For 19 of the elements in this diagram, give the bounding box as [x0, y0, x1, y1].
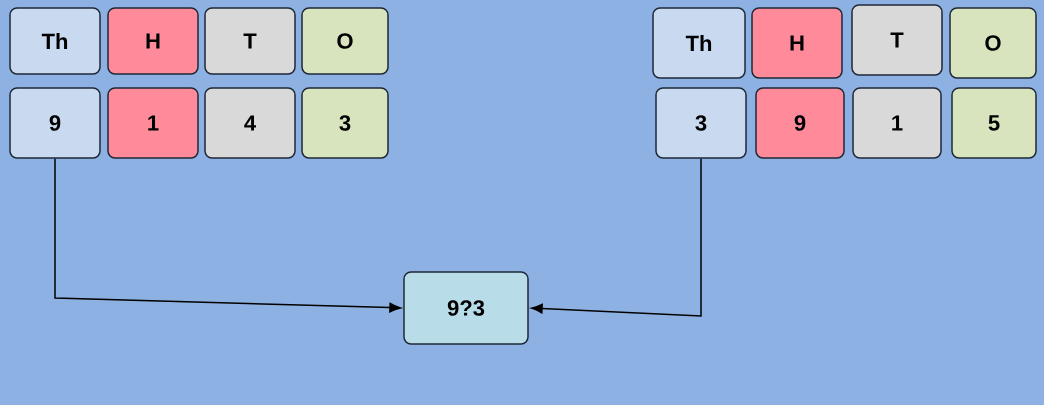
- arrow: [530, 158, 702, 317]
- digit-box: 9: [9, 87, 101, 159]
- digit-box: O: [949, 7, 1037, 79]
- digit-box: O: [301, 7, 389, 75]
- digit-box: 1: [107, 87, 199, 159]
- digit-box: T: [851, 4, 943, 76]
- digit-box: Th: [652, 7, 746, 79]
- digit-box: T: [204, 7, 296, 75]
- digit-box: 4: [204, 87, 296, 159]
- digit-box: 3: [301, 87, 389, 159]
- digit-box: 1: [852, 87, 942, 159]
- digit-box: H: [107, 7, 199, 75]
- digit-box: 3: [655, 87, 747, 159]
- digit-box: 9: [755, 87, 845, 159]
- arrow: [54, 158, 402, 313]
- digit-box: 9?3: [403, 271, 529, 345]
- digit-box: 5: [951, 87, 1037, 159]
- digit-box: H: [751, 7, 843, 79]
- digit-box: Th: [9, 7, 101, 75]
